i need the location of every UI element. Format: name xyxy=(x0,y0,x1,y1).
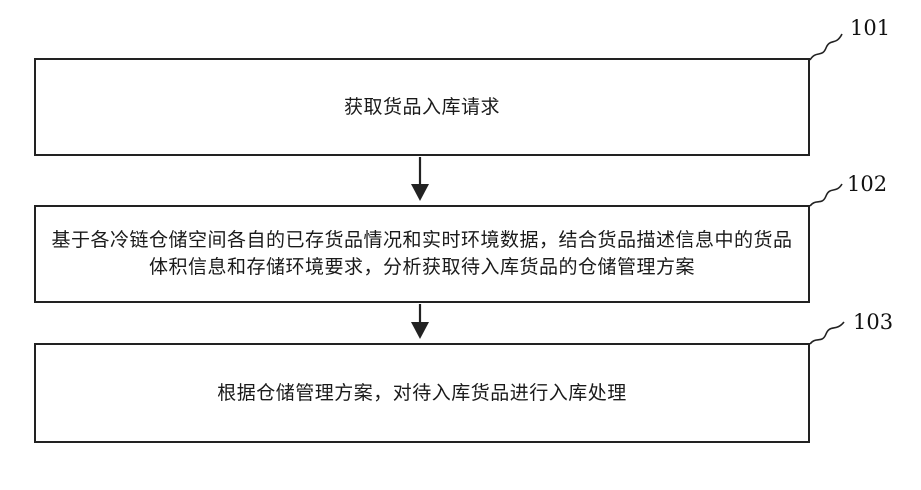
step-box-102: 基于各冷链仓储空间各自的已存货品情况和实时环境数据，结合货品描述信息中的货品体积… xyxy=(34,205,810,303)
leader-line-103 xyxy=(810,322,844,344)
arrow-step1-to-step2 xyxy=(411,157,429,201)
step-box-103: 根据仓储管理方案，对待入库货品进行入库处理 xyxy=(34,343,810,443)
step-label-103: 103 xyxy=(853,310,893,334)
step-label-101: 101 xyxy=(850,16,890,40)
step-box-101: 获取货品入库请求 xyxy=(34,58,810,156)
arrow-step2-to-step3 xyxy=(411,304,429,339)
leader-line-102 xyxy=(810,184,842,206)
step-text-102: 基于各冷链仓储空间各自的已存货品情况和实时环境数据，结合货品描述信息中的货品体积… xyxy=(36,227,808,281)
leader-line-101 xyxy=(810,34,842,60)
step-text-101: 获取货品入库请求 xyxy=(344,94,500,121)
step-label-102: 102 xyxy=(847,172,887,196)
step-text-103: 根据仓储管理方案，对待入库货品进行入库处理 xyxy=(217,380,627,407)
